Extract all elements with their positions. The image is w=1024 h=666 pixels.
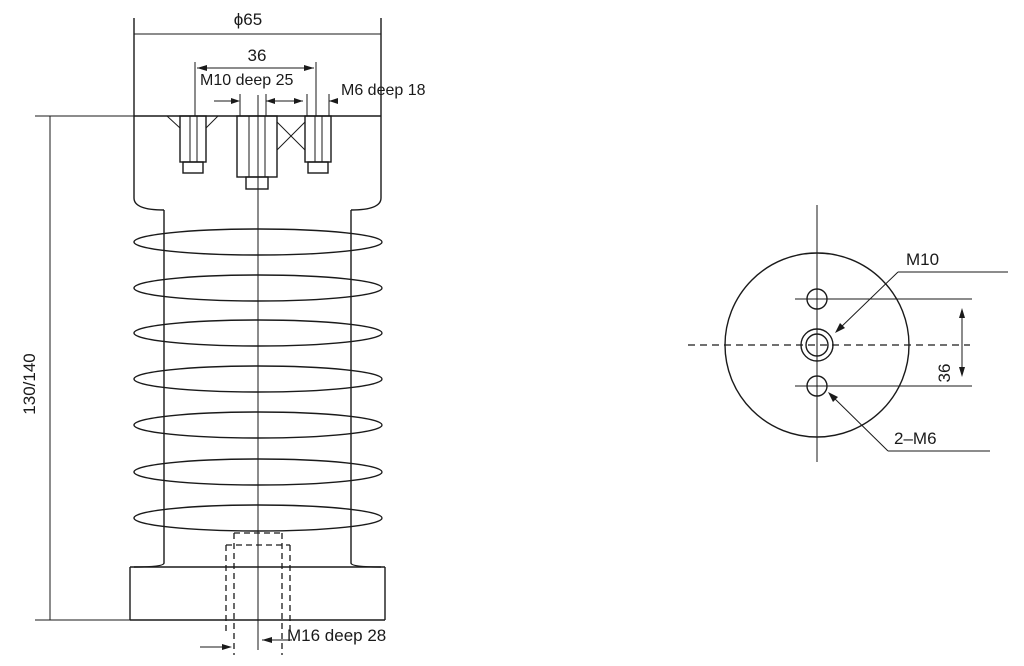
center-hole-outer bbox=[800, 328, 834, 362]
front-view: ϕ65 36 M10 deep 25 M6 deep 18 bbox=[20, 10, 426, 655]
bottom-thread-label: M16 deep 28 bbox=[287, 626, 386, 645]
height-dimension: 130/140 bbox=[20, 115, 134, 621]
top-view: 36 M10 2–M6 bbox=[688, 205, 1008, 462]
diameter-dimension: ϕ65 bbox=[134, 10, 381, 35]
bolt-spacing-label: 36 bbox=[248, 46, 267, 65]
cap-bolts bbox=[166, 115, 332, 190]
center-hole-label: M10 bbox=[906, 250, 939, 269]
hole-spacing-label: 36 bbox=[935, 364, 954, 383]
side-holes-label: 2–M6 bbox=[894, 429, 937, 448]
thread-callouts-top: M10 deep 25 M6 deep 18 bbox=[200, 72, 426, 116]
center-thread-label: M10 deep 25 bbox=[200, 72, 294, 89]
center-hole-inner bbox=[805, 333, 829, 357]
bottom-thread-callout: M16 deep 28 bbox=[200, 626, 386, 650]
center-hole-leader: M10 bbox=[835, 250, 1008, 333]
bolt-spacing-dimension: 36 bbox=[194, 46, 317, 116]
diameter-label: ϕ65 bbox=[234, 10, 262, 29]
height-label: 130/140 bbox=[20, 353, 39, 414]
side-holes-leader: 2–M6 bbox=[828, 392, 990, 452]
side-thread-label: M6 deep 18 bbox=[341, 82, 426, 99]
